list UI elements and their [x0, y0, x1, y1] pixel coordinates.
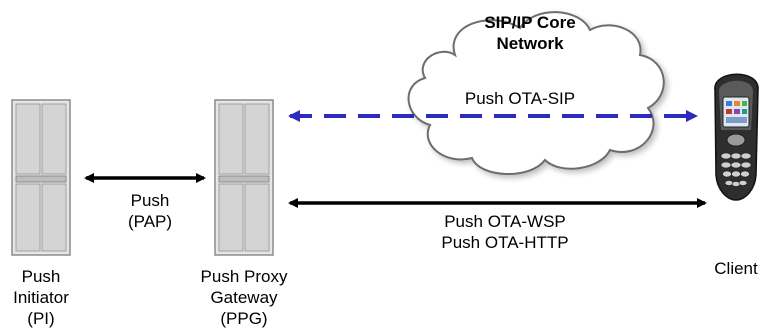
- ppg-server-icon: [214, 99, 274, 256]
- ota-sip-label: Push OTA-SIP: [464, 89, 576, 108]
- cloud-label: SIP/IP Core Network: [484, 13, 576, 53]
- pap-label: Push (PAP): [127, 191, 173, 231]
- push-initiator-label: Push Initiator (PI): [13, 267, 69, 328]
- ppg-label: Push Proxy Gateway (PPG): [200, 267, 288, 328]
- client-phone-icon: [714, 73, 759, 201]
- push-initiator-server-icon: [11, 99, 71, 256]
- ota-wsp-http-label: Push OTA-WSP Push OTA-HTTP: [441, 212, 569, 252]
- client-label: Client: [714, 259, 758, 278]
